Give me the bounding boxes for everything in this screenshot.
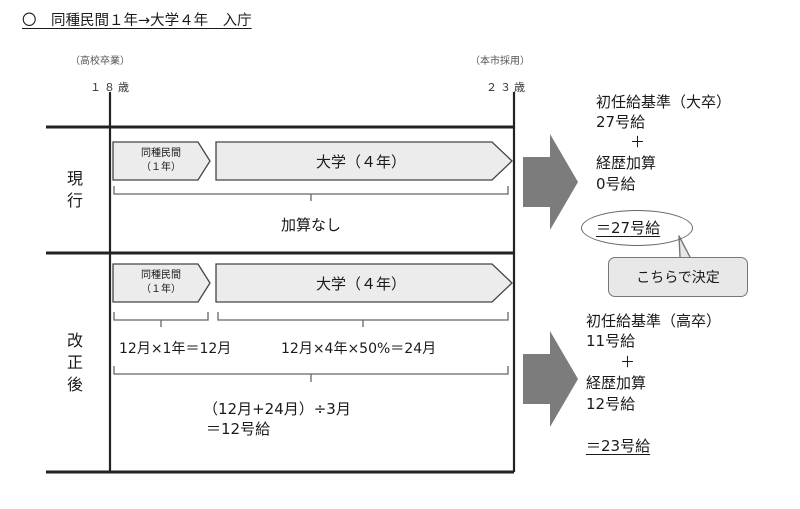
revised-university-calc: 12月×4年×50%＝24月 bbox=[281, 341, 437, 357]
current-university-box: 大学（４年） bbox=[216, 142, 506, 180]
revised-result-line4: 12号給 bbox=[586, 395, 636, 413]
page-title: 〇 同種民間１年→大学４年 入庁 bbox=[22, 13, 252, 29]
revised-private-arrow bbox=[112, 263, 211, 303]
current-result-line2: 27号給 bbox=[596, 113, 646, 131]
current-university-arrow bbox=[215, 141, 513, 181]
revised-private-brace bbox=[113, 312, 209, 327]
current-result-line4: 0号給 bbox=[596, 175, 636, 193]
high-school-grad-label: （高校卒業） bbox=[70, 56, 130, 67]
current-result-plus: ＋ bbox=[630, 133, 646, 151]
current-result-total: ＝27号給 bbox=[596, 219, 661, 237]
decision-callout-text: こちらで決定 bbox=[636, 270, 720, 286]
age-end-label: ２３歳 bbox=[486, 81, 528, 94]
current-result-line3: 経歴加算 bbox=[596, 154, 657, 172]
revised-university-arrow bbox=[215, 263, 513, 303]
revised-private-box: 同種民間 （１年） bbox=[113, 264, 209, 302]
current-brace bbox=[113, 186, 509, 201]
revised-university-box: 大学（４年） bbox=[216, 264, 506, 302]
revised-result-total: ＝23号給 bbox=[586, 437, 651, 455]
current-university-box-label: 大学（４年） bbox=[315, 152, 406, 171]
revised-result-arrow bbox=[523, 331, 578, 427]
current-private-arrow bbox=[112, 141, 211, 181]
current-private-box: 同種民間 （１年） bbox=[113, 142, 209, 180]
revised-private-calc: 12月×1年＝12月 bbox=[119, 341, 232, 357]
revised-university-brace bbox=[217, 312, 509, 327]
revised-formula-line1: （12月+24月）÷3月 bbox=[203, 400, 351, 418]
revised-total-brace bbox=[113, 366, 509, 382]
revised-row-label: 改正後 bbox=[66, 331, 83, 394]
current-private-box-label: 同種民間 （１年） bbox=[141, 148, 181, 173]
current-row-label: 現行 bbox=[66, 169, 83, 210]
revised-formula-line2: ＝12号給 bbox=[206, 420, 271, 438]
revised-result-plus: ＋ bbox=[620, 353, 636, 371]
age-start-label: １８歳 bbox=[90, 81, 132, 94]
city-hire-label: （本市採用） bbox=[470, 56, 530, 67]
revised-university-box-label: 大学（４年） bbox=[315, 274, 406, 293]
decision-callout: こちらで決定 bbox=[608, 257, 748, 297]
current-result-arrow bbox=[523, 134, 578, 230]
current-addition-note: 加算なし bbox=[281, 216, 342, 234]
revised-private-box-label: 同種民間 （１年） bbox=[141, 270, 181, 295]
revised-result-line3: 経歴加算 bbox=[586, 374, 647, 392]
revised-result-line1: 初任給基準（高卒） bbox=[586, 312, 722, 330]
current-result-line1: 初任給基準（大卒） bbox=[596, 93, 732, 111]
revised-result-line2: 11号給 bbox=[586, 332, 636, 350]
current-total-highlight bbox=[581, 210, 693, 246]
